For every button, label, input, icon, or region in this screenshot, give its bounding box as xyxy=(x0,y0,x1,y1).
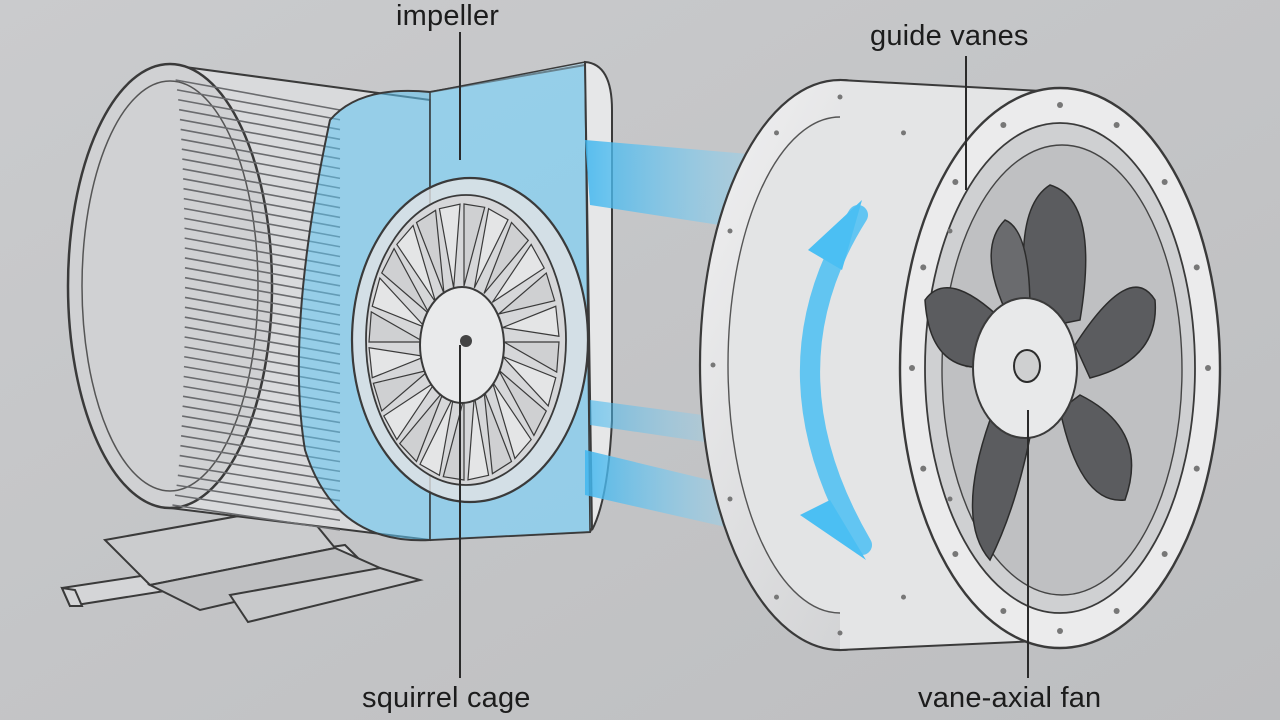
vane-axial-fan xyxy=(698,78,1222,652)
axial-fan-blades xyxy=(924,184,1157,562)
label-impeller: impeller xyxy=(396,0,500,32)
label-squirrel-cage: squirrel cage xyxy=(362,682,531,714)
curved-arrow-icon xyxy=(800,200,872,560)
centrifugal-blower xyxy=(60,60,614,624)
label-guide-vanes: guide vanes xyxy=(870,20,1029,52)
blower-base xyxy=(60,503,424,624)
flange-bolts xyxy=(710,94,1211,636)
impeller-blades xyxy=(368,203,560,481)
impeller-shaft xyxy=(460,335,472,347)
label-vane-axial-fan: vane-axial fan xyxy=(918,682,1102,714)
leader-lines xyxy=(459,32,1029,678)
airflow-bands xyxy=(585,140,760,528)
fan-shaft xyxy=(1013,349,1041,383)
